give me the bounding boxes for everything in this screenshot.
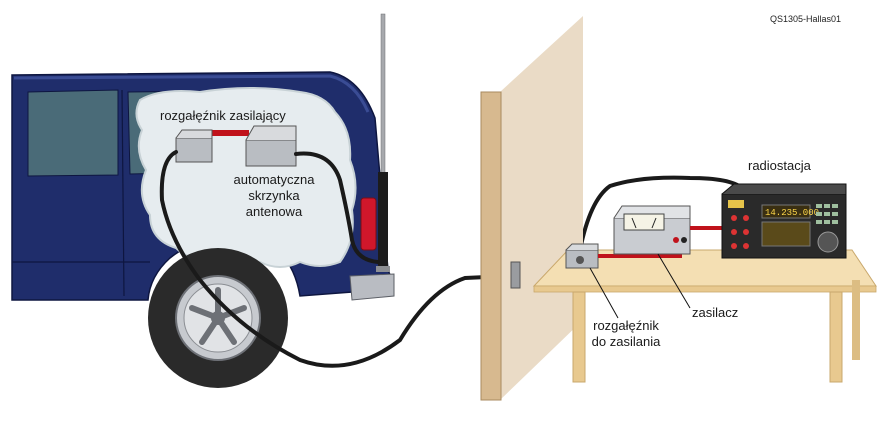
red-link-splitter-psu (598, 254, 682, 258)
wall-board (480, 91, 502, 401)
leader-psu (657, 253, 691, 309)
table-edge (533, 285, 877, 293)
car-roof-highlight (13, 74, 370, 113)
table-leg-front-left (572, 291, 586, 383)
radio-badge (728, 200, 744, 208)
radio-buttons (731, 215, 749, 249)
leader-splitter-table (589, 267, 619, 319)
radio-display (761, 204, 811, 219)
tuner-box (245, 139, 297, 167)
radio-display-text: 14.235.000 (765, 208, 819, 218)
car-bumper (349, 273, 395, 301)
cable-splitter-down (159, 150, 512, 368)
label-antenna-tuner-line2: skrzynka (248, 188, 300, 203)
antenna-mount (376, 266, 390, 272)
label-power-supply: zasilacz (692, 305, 739, 320)
antenna-whip (380, 13, 386, 185)
radio-top (721, 183, 847, 195)
label-power-splitter-table: rozgałęźnik do zasilania (578, 318, 674, 350)
label-radio: radiostacja (748, 158, 811, 173)
red-link-psu-radio (690, 226, 726, 230)
wall (480, 16, 583, 401)
antenna (376, 13, 390, 272)
splitter-table-top (565, 243, 599, 251)
label-antenna-tuner-line1: automatyczna (233, 172, 315, 187)
tuner-box-top (245, 125, 297, 141)
radio-keypad (816, 204, 838, 224)
psu-terminal-black (681, 237, 687, 243)
table (532, 249, 877, 383)
figure-id: QS1305-Hallas01 (770, 14, 842, 24)
wall-shadow (500, 16, 583, 400)
cable-tuner-antenna (294, 151, 380, 264)
car-wheel (148, 248, 288, 388)
antenna-base (378, 172, 388, 268)
label-power-splitter-table-line2: do zasilania (591, 334, 661, 349)
table-leg-back-right (852, 280, 860, 360)
car-tail-light (360, 197, 377, 251)
splitter-car-box (175, 137, 213, 163)
label-antenna-tuner: automatyczna skrzynka antenowa (219, 172, 329, 220)
splitter-car-top (175, 129, 213, 139)
psu-meter (623, 213, 665, 231)
cable-splitter-radio (578, 175, 744, 252)
label-antenna-tuner-line3: antenowa (245, 204, 303, 219)
radio-main-dial (817, 231, 839, 253)
table-devices: 14.235.000 (565, 183, 847, 269)
psu-terminal-red (673, 237, 679, 243)
red-link-car (207, 130, 249, 136)
car (11, 71, 395, 388)
radio-screen-grid (761, 221, 811, 247)
splitter-table-port (576, 256, 584, 264)
wall-feedthrough (510, 261, 521, 289)
label-power-splitter-table-line1: rozgałęźnik (593, 318, 659, 333)
car-devices (175, 125, 297, 167)
table-leg-front-right (829, 291, 843, 383)
leader-lines (589, 253, 691, 319)
label-power-splitter-car: rozgałęźnik zasilający (160, 108, 286, 123)
car-window (27, 89, 119, 177)
